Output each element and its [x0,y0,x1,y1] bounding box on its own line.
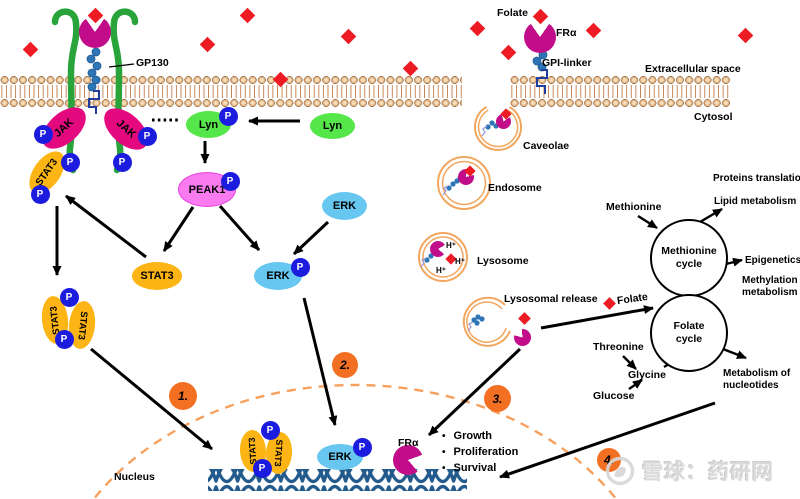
arrow-erk-to-nucleus [302,297,338,426]
bullet-icon: • [442,447,446,458]
gp130-membrane-anchor-zigzag [88,90,100,114]
metabolism-of-nucleotides-label: Metabolism of nucleotides [723,368,791,391]
watermark: 雪球：药研网 [604,455,774,487]
endosome-linker-squiggle [442,185,449,196]
phospho-badge-jak-left: P [33,124,53,144]
hplus-label: H⁺ [436,266,446,275]
phospho-badge-nuclear-dimer-bottom: P [252,458,272,478]
lysosomal-release-label: Lysosomal release [504,293,598,305]
fra-top-label: FRα [556,27,577,39]
phospho-badge-nuclear-erk: P [352,437,372,457]
fra-membrane-pacman-icon [524,21,556,53]
arrow-glucose-to-glycine [628,379,643,390]
phospho-badge-jak-right: P [137,126,157,146]
release-bead-chain [471,314,485,326]
extracellular-space-label: Extracellular space [645,63,741,75]
phospho-badge-stat3-receptor: P [30,184,50,204]
methionine-cycle-circle: Methionine cycle [650,219,728,297]
arrow-peak1-to-erk [218,205,261,251]
phospho-badge-erk: P [290,257,310,277]
gp130-label: GP130 [136,57,169,69]
folate-cycle-circle: Folate cycle [650,294,728,372]
membrane-segment-right [510,75,730,108]
phospho-badge-receptor-left: P [60,152,80,172]
methylation-metabolism-label: Methylation metabolism [742,275,798,298]
stat3-free: STAT3 [132,262,182,290]
proteins-translation-label: Proteins translation [713,173,800,184]
step-1-badge: 1. [169,382,197,410]
arrow-dimer-to-nucleus [90,347,213,451]
arrow-erk-to-phospho-erk [292,220,330,256]
caveolae-linker-squiggle [481,125,488,137]
gp130-ligand-bead-chain [86,47,102,92]
glycine-label: Glycine [628,369,666,381]
nucleus-boundary-dashed-arc [92,383,618,499]
lysosome-label: Lysosome [477,255,529,267]
gpi-anchor-zigzag [536,69,548,94]
gpi-linker-label: GPI-linker [542,57,592,69]
hplus-label: H⁺ [455,257,465,266]
bullet-icon: • [442,431,446,442]
phospho-badge-nuclear-dimer-top: P [260,420,280,440]
arrow-threonine-to-glycine [622,355,637,370]
caveolae-vesicle [474,106,522,151]
arrow-peak1-to-stat3 [162,206,195,252]
phospho-badge-dimer-top: P [59,287,79,307]
phospho-badge-dimer-bottom: P [54,329,74,349]
lyn-free: Lyn [310,113,355,139]
step-3-badge: 3. [484,385,511,412]
membrane-segment-left [0,75,462,108]
methionine-input-label: Methionine [606,201,662,213]
step-2-badge: 2. [332,352,358,378]
threonine-label: Threonine [593,341,644,353]
fra-dna-pacman-icon [393,445,423,475]
fra-lysosome-pacman-icon [430,241,446,257]
lysosomal-release-vesicle [462,296,511,347]
effect-growth: •Growth [442,430,493,442]
lipid-metabolism-label: Lipid metabolism [714,196,797,207]
arrow-release-to-fra-dna [427,347,522,437]
arrow-methionine-input [637,214,658,230]
fra-released-pacman-icon [514,329,531,346]
fra-dna-label: FRα [398,437,419,449]
endosome-label: Endosome [488,182,542,194]
dna-helix [208,469,467,491]
folate-top-label: Folate [497,7,528,19]
nucleus-label: Nucleus [114,471,155,483]
release-linker-squiggle [467,321,474,332]
epigenetics-label: Epigenetics [745,255,800,266]
phospho-badge-lyn: P [218,106,238,126]
arrow-release-to-folate-cycle [540,305,654,330]
lysosome-linker-squiggle [420,257,427,268]
xueqiu-logo-icon [605,456,635,486]
arrow-cycle-to-protein-lipid [699,207,723,224]
phospho-badge-receptor-right: P [112,152,132,172]
bullet-icon: • [442,463,446,474]
caveolae-label: Caveolae [523,140,570,152]
hplus-label: H⁺ [446,241,456,250]
gp130-pointer-line [108,63,135,68]
erk-free: ERK [322,192,367,220]
arrow-nucleotides-to-dna [499,401,716,479]
phospho-badge-peak1: P [220,171,240,191]
effect-proliferation: •Proliferation [442,446,519,458]
effect-survival: •Survival [442,462,497,474]
arrow-stat3-to-receptor [65,194,147,259]
watermark-text: 雪球：药研网 [642,461,774,484]
lyn-active: Lyn [186,111,231,138]
cytosol-label: Cytosol [694,111,733,123]
glucose-label: Glucose [593,390,635,402]
arrow-cycle-to-nucleotides [722,347,747,360]
